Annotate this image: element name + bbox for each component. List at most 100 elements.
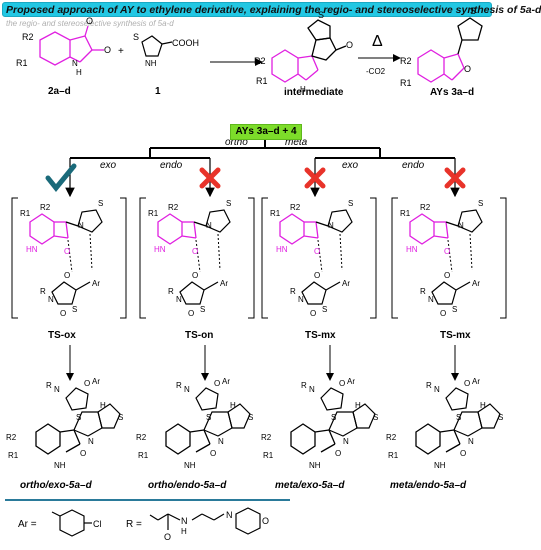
ts-atom-label: Ar [92, 279, 100, 288]
ts-atom-label: O [188, 309, 194, 318]
intermediate-o: O [346, 40, 353, 50]
ays-reactant-box: AYs 3a–d + 4 [230, 124, 302, 140]
intermediate-r2: R2 [254, 56, 266, 66]
product-atom-label: S [76, 413, 81, 422]
chlorophenyl-structure [51, 509, 92, 537]
ts-atom-label: R1 [148, 209, 159, 218]
ts-atom-label: O [444, 247, 450, 256]
product-atom-label: S [456, 413, 461, 422]
product-atom-label: R1 [263, 451, 274, 460]
ts-atom-label: O [314, 247, 320, 256]
ts-atom-label: S [452, 305, 457, 314]
product-atom-label: O [214, 379, 220, 388]
meta-label: meta [285, 137, 308, 148]
isatin-n: N [72, 59, 78, 68]
legend-cl: Cl [93, 519, 102, 529]
ortho-label: ortho [225, 137, 248, 148]
product-atom-label: NH [184, 461, 196, 470]
ts-atom-label: O [314, 271, 320, 280]
legend-ar-label: Ar = [18, 519, 37, 530]
ts-atom-label: R2 [420, 203, 431, 212]
plus-sign: + [118, 46, 124, 57]
ts-atom-label: S [200, 305, 205, 314]
ts-atom-label: N [48, 295, 54, 304]
product-label-1: ortho/exo-5a–d [20, 480, 93, 491]
product-atom-label: Ar [472, 377, 480, 386]
product-atom-label: S [118, 413, 123, 422]
product-atom-label: O [80, 449, 86, 458]
legend-o1: O [164, 532, 171, 542]
ts-atom-label: R1 [20, 209, 31, 218]
ays-s: S [470, 6, 476, 16]
product-label-2: ortho/endo-5a–d [148, 480, 227, 491]
product-atom-label: N [468, 437, 474, 446]
endo-left-label: endo [160, 160, 183, 171]
intermediate-structure [271, 19, 347, 83]
product-atom-label: Ar [222, 377, 230, 386]
product-atom-label: R [46, 381, 52, 390]
ays-r1: R1 [400, 78, 412, 88]
product-atom-label: O [84, 379, 90, 388]
isatin-o1: O [86, 16, 93, 26]
ts-atom-label: O [310, 309, 316, 318]
intermediate-r1: R1 [256, 76, 268, 86]
ts-label-2: TS-on [185, 330, 213, 341]
ts-atom-label: R [420, 287, 426, 296]
ts-atom-label: S [72, 305, 77, 314]
scheme-title-banner: Proposed approach of AY to ethylene deri… [2, 2, 541, 17]
ts-atom-label: R1 [270, 209, 281, 218]
product-atom-label: H [480, 401, 486, 410]
decarboxylation-label: -CO2 [366, 67, 386, 76]
ts-atom-label: HN [276, 245, 288, 254]
ts-atom-label: O [192, 271, 198, 280]
ts-atom-label: N [458, 221, 464, 230]
ts-atom-label: O [64, 247, 70, 256]
legend-o2: O [262, 516, 269, 526]
ts-atom-label: O [440, 309, 446, 318]
legend-n2: N [226, 510, 233, 520]
product-atom-label: N [184, 385, 190, 394]
ts-atom-label: O [192, 247, 198, 256]
product-atom-label: R2 [136, 433, 147, 442]
product-atom-label: S [331, 413, 336, 422]
reaction-scheme: R2 R1 O O H N + S NH COOH 2a–d 1 R2 R1 O… [5, 6, 507, 542]
ts-atom-label: R2 [168, 203, 179, 212]
ts-atom-label: Ar [472, 279, 480, 288]
product-atom-label: N [218, 437, 224, 446]
product-atom-label: R1 [138, 451, 149, 460]
product-label-3: meta/exo-5a–d [275, 480, 345, 491]
product-atom-label: H [355, 401, 361, 410]
product-atom-label: O [339, 379, 345, 388]
thioproline-s: S [133, 32, 139, 42]
ts-atom-label: S [98, 199, 103, 208]
ts-label-4: TS-mx [440, 330, 471, 341]
product-atom-label: NH [309, 461, 321, 470]
ts-atom-label: N [206, 221, 212, 230]
ts-atom-label: O [444, 271, 450, 280]
ts-atom-label: Ar [342, 279, 350, 288]
ts-atom-label: O [64, 271, 70, 280]
legend-h: H [181, 527, 187, 536]
product-atom-label: R2 [6, 433, 17, 442]
product-atom-label: N [88, 437, 94, 446]
product-atom-label: S [498, 413, 503, 422]
product-atom-label: R1 [8, 451, 19, 460]
product-atom-label: S [373, 413, 378, 422]
ts-atom-label: R [40, 287, 46, 296]
product-atom-label: R [301, 381, 307, 390]
product-atom-label: R2 [386, 433, 397, 442]
isatin-r1: R1 [16, 58, 28, 68]
ts-atom-label: R [290, 287, 296, 296]
product-atom-label: N [54, 385, 60, 394]
product-atom-label: N [434, 385, 440, 394]
ts-atom-label: O [60, 309, 66, 318]
ts-atom-label: N [328, 221, 334, 230]
product-atom-label: R2 [261, 433, 272, 442]
product-atom-label: O [460, 449, 466, 458]
ts-atom-label: N [78, 221, 84, 230]
product-atom-label: R [176, 381, 182, 390]
product-label-4: meta/endo-5a–d [390, 480, 467, 491]
